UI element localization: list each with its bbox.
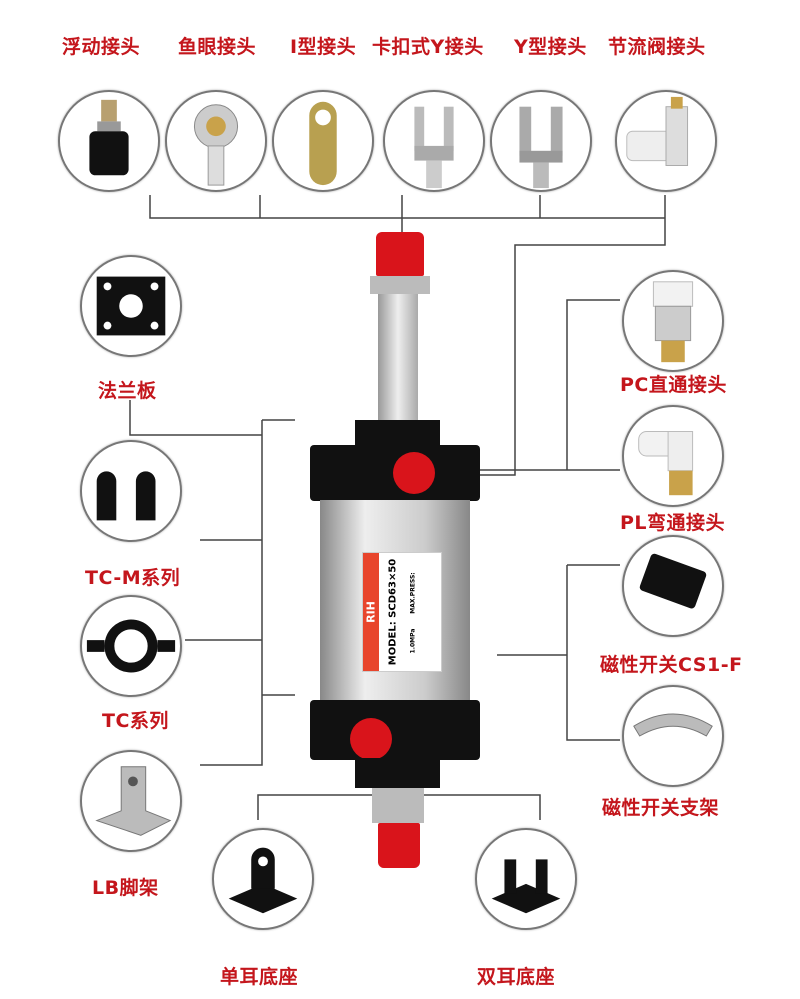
label-pl-fitting: PL弯通接头 — [620, 512, 726, 534]
clip-y-joint-image — [383, 90, 485, 192]
i-joint-image — [272, 90, 374, 192]
pc-straight-fitting-image — [622, 270, 724, 372]
floating-joint-image — [58, 90, 160, 192]
label-rod-eye: 鱼眼接头 — [178, 36, 257, 58]
switch-bracket-image — [622, 685, 724, 787]
magnetic-switch-image — [622, 535, 724, 637]
nameplate: RIH MODEL: SCD63×50 MAX.PRESS: 1.0MPa — [362, 552, 442, 672]
label-double-ear: 双耳底座 — [477, 966, 556, 988]
label-throttle-valve: 节流阀接头 — [608, 36, 706, 58]
rod-cap-bottom — [378, 823, 420, 868]
tc-series-image — [80, 595, 182, 697]
tc-m-series-image — [80, 440, 182, 542]
label-switch-bracket: 磁性开关支架 — [602, 797, 720, 819]
label-single-ear: 单耳底座 — [220, 966, 299, 988]
single-ear-base-image — [212, 828, 314, 930]
pressure-value: 1.0MPa — [409, 628, 417, 654]
throttle-valve-image — [615, 90, 717, 192]
label-pc-fitting: PC直通接头 — [620, 374, 727, 396]
brand-label: RIH — [364, 601, 378, 623]
label-magnetic-switch: 磁性开关CS1-F — [600, 654, 743, 676]
front-port — [393, 452, 435, 494]
model-label: MODEL: SCD63×50 — [387, 558, 399, 666]
label-lb-foot: LB脚架 — [92, 877, 159, 899]
rear-rod-nut — [372, 788, 424, 823]
label-tc-m-series: TC-M系列 — [85, 567, 181, 589]
label-i-joint: I型接头 — [290, 36, 357, 58]
double-ear-base-image — [475, 828, 577, 930]
pressure-label: MAX.PRESS: — [409, 572, 417, 614]
rod-eye-image — [165, 90, 267, 192]
label-floating-joint: 浮动接头 — [62, 36, 141, 58]
label-flange-plate: 法兰板 — [98, 380, 157, 402]
pl-elbow-fitting-image — [622, 405, 724, 507]
front-cap — [355, 420, 440, 448]
rear-port — [350, 718, 392, 760]
label-y-joint: Y型接头 — [514, 36, 587, 58]
rod-nut — [370, 276, 430, 294]
label-tc-series: TC系列 — [102, 710, 169, 732]
piston-rod — [378, 294, 418, 420]
lb-foot-image — [80, 750, 182, 852]
rear-cap — [355, 758, 440, 788]
flange-plate-image — [80, 255, 182, 357]
rod-cap-top — [376, 232, 424, 276]
y-joint-image — [490, 90, 592, 192]
label-clip-y-joint: 卡扣式Y接头 — [372, 36, 484, 58]
rear-block — [310, 700, 480, 760]
